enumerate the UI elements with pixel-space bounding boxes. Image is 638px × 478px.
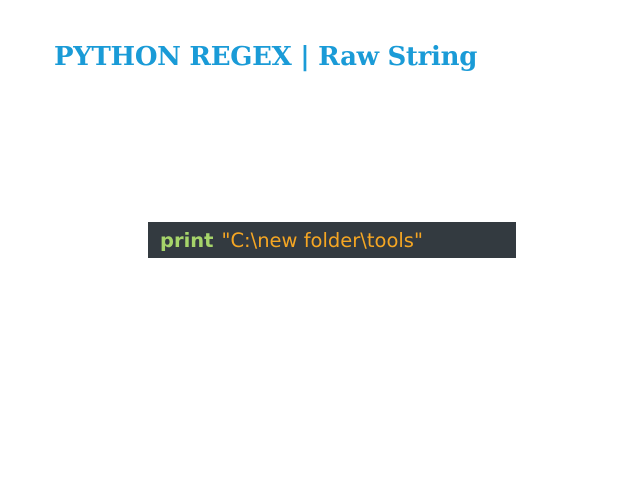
code-string-literal: "C:\new folder\tools"	[221, 228, 423, 252]
slide-title: PYTHON REGEX | Raw String	[54, 42, 478, 72]
code-snippet: print "C:\new folder\tools"	[148, 222, 516, 258]
code-keyword-print: print	[160, 228, 214, 252]
